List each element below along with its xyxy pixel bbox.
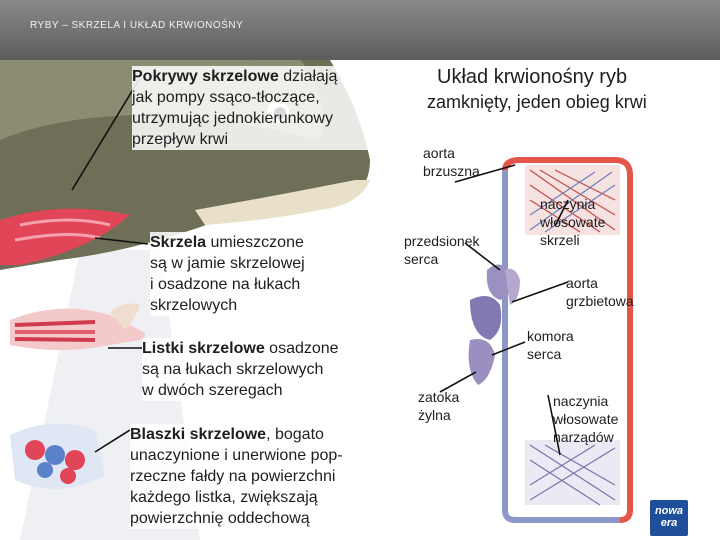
label-sinus-venosus: zatoka żylna (418, 389, 460, 423)
gill-filaments-text-3: w dwóch szeregach (142, 382, 283, 399)
gill-cover-text-4: przepływ krwi (132, 131, 229, 148)
gills-text-3: i osadzone na łukach (150, 276, 301, 293)
gills-term: Skrzela (150, 234, 207, 251)
gill-cover-description: Pokrywy skrzelowe działają jak pompy ssą… (132, 66, 382, 150)
gill-lamellae-text-1: , bogato (266, 426, 324, 443)
gill-cover-text-1: działają (278, 68, 338, 85)
body-capillaries (529, 444, 616, 506)
circulation-subtitle: zamknięty, jeden obieg krwi (427, 92, 647, 113)
circulation-title: Układ krwionośny ryb (437, 66, 628, 89)
label-ventricle: komora serca (527, 328, 574, 362)
gill-lamellae-description: Blaszki skrzelowe, bogato unaczynione i … (130, 424, 380, 529)
left-pointer-lines (71, 77, 149, 453)
gill-arch-illustration (10, 303, 145, 350)
gill-filaments-description: Listki skrzelowe osadzone są na łukach s… (142, 338, 372, 401)
gill-lamellae-text-5: powierzchnię oddechową (130, 510, 310, 527)
gill-filaments-text-1: osadzone (264, 340, 339, 357)
circulatory-diagram (468, 157, 633, 523)
label-atrium: przedsionek serca (404, 233, 480, 267)
right-pointer-lines (439, 164, 569, 456)
nowa-era-logo: nowa era (650, 500, 688, 536)
header-bar: RYBY – SKRZELA I UKŁAD KRWIONOŚNY (0, 0, 720, 60)
gill-capillaries (529, 169, 616, 233)
gills-text-4: skrzelowych (150, 297, 238, 314)
gill-lamellae-text-3: rzeczne fałdy na powierzchni (130, 468, 336, 485)
gill-cover-text-3: utrzymując jednokierunkowy (132, 110, 333, 127)
label-ventral-aorta: aorta brzuszna (423, 145, 480, 179)
label-body-capillaries: naczynia włosowate narządów (553, 393, 619, 445)
gill-lamellae-term: Blaszki skrzelowe (130, 426, 267, 443)
gills-text-2: są w jamie skrzelowej (150, 255, 305, 272)
gills-description: Skrzela umieszczone są w jamie skrzelowe… (150, 232, 350, 316)
label-gill-capillaries: naczynia włosowate skrzeli (540, 196, 606, 248)
label-dorsal-aorta: aorta grzbietowa (566, 275, 634, 309)
gills-text-1: umieszczone (206, 234, 304, 251)
gill-lamellae-text-2: unaczynione i unerwione pop- (130, 447, 343, 464)
gill-filament-illustration (10, 423, 105, 489)
gill-filaments-term: Listki skrzelowe (142, 340, 265, 357)
gill-lamellae-text-4: każdego listka, zwiększają (130, 489, 318, 506)
gill-filaments-text-2: są na łukach skrzelowych (142, 361, 324, 378)
gill-cover-term: Pokrywy skrzelowe (132, 68, 279, 85)
header-title: RYBY – SKRZELA I UKŁAD KRWIONOŚNY (30, 20, 244, 31)
gill-cover-text-2: jak pompy ssąco-tłoczące, (132, 89, 320, 106)
